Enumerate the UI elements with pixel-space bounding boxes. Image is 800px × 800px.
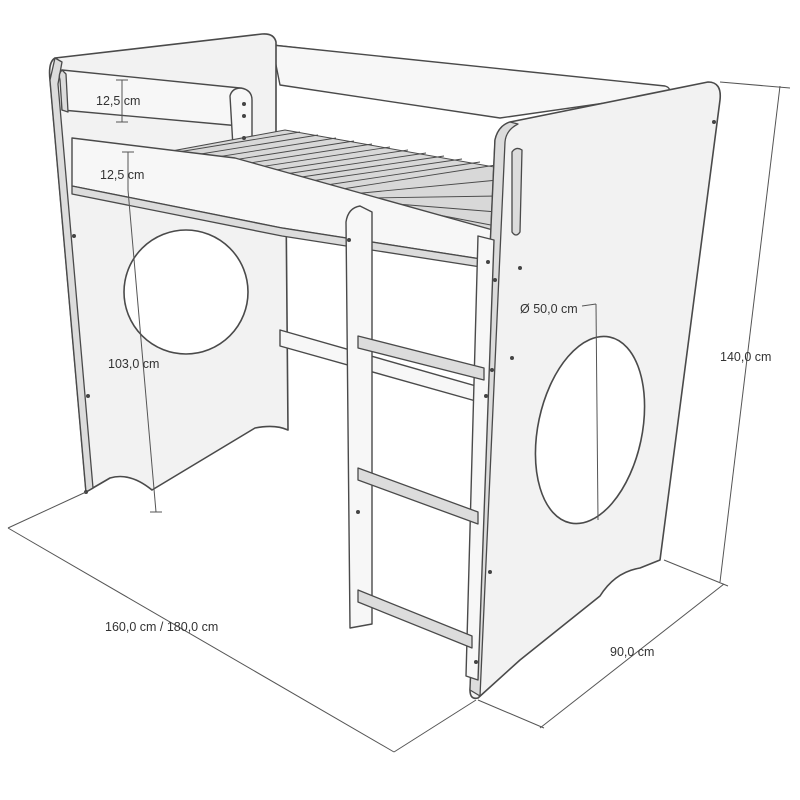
dim-rail-top bbox=[116, 79, 128, 123]
ladder-rung-3 bbox=[357, 589, 473, 649]
top-guard-rail-slot bbox=[58, 69, 69, 113]
dim-rail-lower bbox=[122, 151, 134, 190]
label-length: 160,0 cm / 180,0 cm bbox=[105, 620, 218, 634]
ladder-rung-2 bbox=[357, 467, 479, 525]
dim-total-height bbox=[663, 81, 791, 587]
left-panel-round-hole bbox=[123, 229, 249, 355]
label-width: 90,0 cm bbox=[610, 645, 654, 659]
dim-hole-diameter bbox=[581, 303, 599, 521]
label-hole-diameter: Ø 50,0 cm bbox=[520, 302, 578, 316]
label-total-height: 140,0 cm bbox=[720, 350, 771, 364]
dim-length bbox=[7, 491, 477, 753]
ladder-rung-1 bbox=[357, 335, 485, 381]
screws bbox=[72, 102, 716, 664]
dim-underbed-height bbox=[127, 189, 162, 513]
label-rail-lower: 12,5 cm bbox=[100, 168, 144, 182]
label-rail-top: 12,5 cm bbox=[96, 94, 140, 108]
dim-width bbox=[477, 583, 725, 729]
right-panel-handle-slot bbox=[511, 147, 523, 236]
right-panel-round-hole bbox=[534, 335, 646, 525]
label-underbed-height: 103,0 cm bbox=[108, 357, 159, 371]
ladder-right-rail bbox=[465, 235, 495, 681]
ladder-left-rail bbox=[345, 205, 373, 629]
